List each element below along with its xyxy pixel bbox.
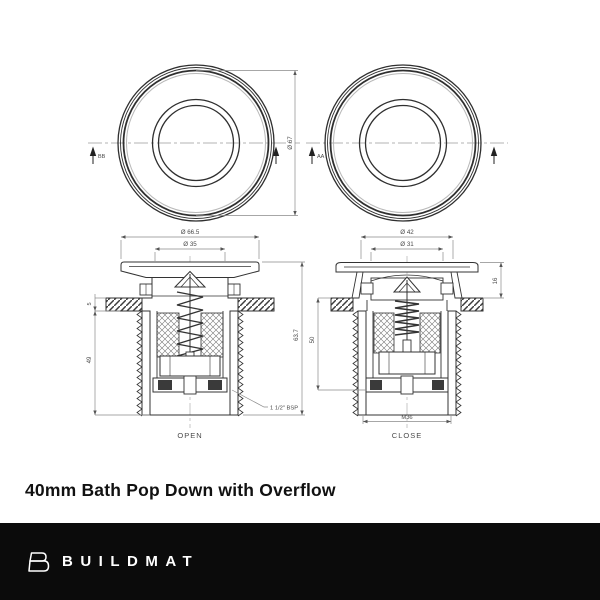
product-title: 40mm Bath Pop Down with Overflow — [25, 480, 336, 500]
dim-close-body-height-label: 50 — [310, 336, 316, 343]
dim-close-cap-od-label: Ø 42 — [400, 229, 414, 236]
dim-open-plug-od-label: Ø 35 — [183, 241, 197, 248]
dimension-plan-diameter: Ø 67 — [196, 70, 298, 216]
close-state-label: CLOSE — [392, 431, 422, 440]
buildmat-logo-icon — [28, 551, 50, 572]
section-arrow-bb-left — [89, 146, 97, 164]
dim-close-cap-height-label: 16 — [493, 277, 499, 284]
dim-plan-diameter-label: Ø 67 — [287, 136, 294, 150]
dim-close-thread-label: M36 — [401, 415, 412, 421]
section-marker-bb-label: BB — [98, 154, 106, 160]
technical-drawing: BB Ø 67 AA — [87, 64, 508, 440]
section-view-open: Ø 66.5 Ø 35 5 49 63.7 1 1 — [87, 229, 305, 440]
section-arrow-aa-left — [308, 146, 316, 164]
dim-open-total-height-label: 63.7 — [294, 329, 300, 341]
thread-note-bsp-label: 1 1/2" BSP — [270, 406, 298, 412]
plan-view-right: AA — [306, 64, 508, 222]
plan-view-left: BB — [88, 64, 300, 222]
dim-open-lip-label: 5 — [87, 302, 93, 305]
dim-open-body-height-label: 49 — [87, 356, 93, 363]
brand-name: BUILDMAT — [62, 553, 200, 570]
section-view-close: Ø 42 Ø 31 16 50 M36 — [310, 229, 504, 440]
footer-brand-bar: BUILDMAT — [0, 523, 600, 600]
dim-close-plug-od-label: Ø 31 — [400, 241, 414, 248]
open-state-label: OPEN — [177, 431, 202, 440]
section-arrow-aa-right — [490, 146, 498, 164]
section-arrow-bb-right — [272, 146, 280, 164]
dim-open-flange-od-label: Ø 66.5 — [181, 229, 200, 236]
section-marker-aa-label: AA — [317, 154, 325, 160]
